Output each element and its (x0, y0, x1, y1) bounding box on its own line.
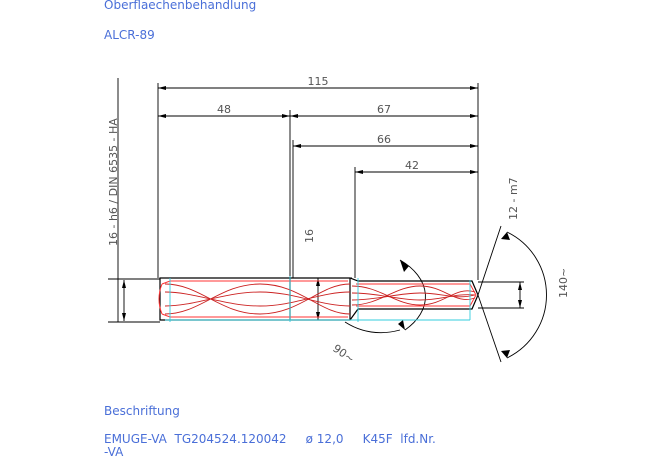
coating-value: ALCR-89 (104, 28, 155, 42)
surface-treatment-label: Oberflaechenbehandlung (104, 0, 257, 12)
dim-text-helix-angle: 90~ (330, 342, 356, 366)
dim-text-body: 66 (377, 133, 391, 146)
dim-text-shank-spec: 16 - h6 / DIN 6535 - HA (107, 118, 120, 246)
marking-label: Beschriftung (104, 404, 180, 418)
marking-line-2: -VA (104, 445, 124, 459)
dim-text-cutting: 42 (405, 159, 419, 172)
dim-text-flute-section: 67 (377, 103, 391, 116)
point-angle-arc (506, 231, 547, 359)
dim-text-shank: 48 (217, 103, 231, 116)
dim-text-cutting-diameter: 12 - m7 (507, 177, 520, 220)
dim-text-shank-diameter: 16 (303, 229, 316, 243)
dim-text-point-angle: 140~ (557, 268, 570, 298)
dim-text-overall: 115 (308, 75, 329, 88)
helix-angle-arc (399, 259, 426, 331)
helix-flutes (164, 283, 476, 315)
center-lines (165, 276, 471, 322)
marking-line-1: EMUGE-VA TG204524.120042 ø 12,0 K45F lfd… (104, 432, 436, 446)
